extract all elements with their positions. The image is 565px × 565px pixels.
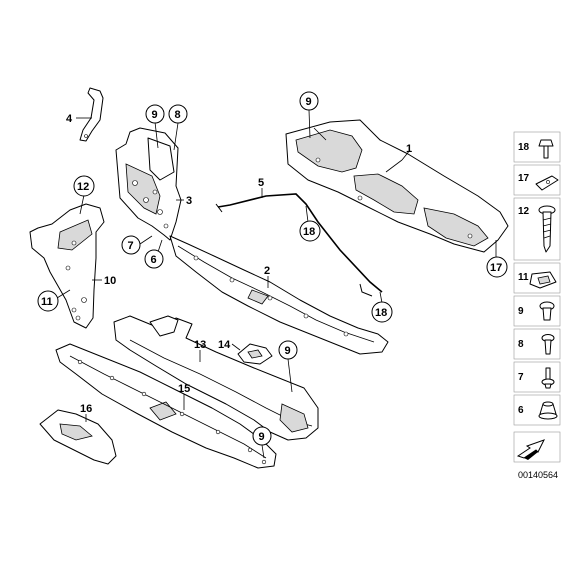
bolt-12-icon (538, 205, 556, 253)
callout-3-label: 3 (186, 195, 192, 207)
callout-13-label: 13 (194, 339, 206, 351)
callout-18a-label: 18 (303, 226, 315, 238)
callout-6a-label: 6 (151, 254, 157, 266)
legend-label-11: 11 (518, 272, 529, 283)
callout-8a-label: 8 (175, 109, 181, 121)
legend-label-18: 18 (518, 142, 530, 153)
callout-9b-label: 9 (306, 96, 312, 108)
callout-13: 13 (194, 339, 206, 362)
callout-5: 5 (258, 177, 264, 198)
part-13-crossmember[interactable] (113, 315, 319, 441)
callout-17a: 17 (486, 240, 508, 278)
part-10-bracket[interactable] (29, 203, 105, 329)
callout-4-label: 4 (66, 113, 73, 125)
callout-14: 14 (218, 339, 241, 351)
callout-8a: 8 (168, 104, 188, 151)
callout-15-label: 15 (178, 383, 190, 395)
legend-label-12: 12 (518, 206, 530, 217)
callout-9b: 9 (299, 91, 319, 139)
legend-label-8: 8 (518, 339, 524, 350)
legend-box-9 (513, 295, 561, 327)
callout-15: 15 (178, 383, 190, 410)
legend-box-18 (513, 131, 561, 163)
rivet-7-icon (541, 367, 555, 389)
screw-9-icon (539, 301, 555, 321)
callout-5-label: 5 (258, 177, 264, 189)
callout-7a-label: 7 (128, 240, 134, 252)
callout-9d-label: 9 (259, 431, 265, 443)
part-4-bracket[interactable] (79, 87, 104, 142)
legend-label-17: 17 (518, 173, 530, 184)
callout-16-label: 16 (80, 403, 92, 415)
callout-9c-label: 9 (285, 345, 291, 357)
fastener-legend: 18 17 12 11 9 (513, 131, 561, 480)
legend-label-7: 7 (518, 372, 524, 383)
part-14-clip[interactable] (237, 343, 273, 365)
callout-3: 3 (176, 195, 192, 207)
callout-17a-label: 17 (490, 262, 502, 274)
legend-label-6: 6 (518, 405, 524, 416)
clip-17-icon (535, 175, 559, 191)
callout-18b: 18 (371, 291, 393, 323)
callout-2: 2 (264, 265, 270, 288)
callout-9d: 9 (252, 426, 272, 459)
callout-2-label: 2 (264, 265, 270, 277)
part-2-carrier[interactable] (169, 235, 389, 355)
part-3-bracket[interactable] (115, 127, 182, 241)
callout-12a-label: 12 (77, 181, 89, 193)
part-5-strut[interactable] (215, 193, 383, 297)
part-1-panel[interactable] (285, 119, 509, 253)
callout-18b-label: 18 (375, 307, 387, 319)
callout-9a-label: 9 (152, 109, 158, 121)
grommet-6-icon (538, 401, 558, 420)
screw-8-icon (541, 334, 555, 355)
callout-10: 10 (92, 275, 116, 287)
callout-11a: 11 (37, 289, 71, 312)
diagram-code: 00140564 (518, 470, 558, 480)
callout-10-label: 10 (104, 275, 116, 287)
callout-1-label: 1 (406, 143, 412, 155)
callout-11a-label: 11 (41, 296, 53, 308)
legend-label-9: 9 (518, 306, 524, 317)
legend-box-8 (513, 328, 561, 360)
screw-18-icon (538, 139, 554, 159)
spring-nut-11-icon (529, 271, 557, 289)
callout-12a: 12 (73, 175, 95, 215)
callout-1: 1 (385, 143, 412, 173)
part-16-bracket[interactable] (39, 409, 117, 465)
callout-9c: 9 (278, 340, 298, 393)
callout-6a: 6 (144, 239, 164, 269)
callout-9a: 9 (145, 104, 165, 149)
legend-box-7 (513, 361, 561, 393)
callout-18a: 18 (299, 205, 321, 242)
part-15-underbody[interactable] (55, 343, 277, 469)
callout-4: 4 (66, 113, 92, 125)
callout-7a: 7 (121, 235, 153, 255)
callout-14-label: 14 (218, 339, 231, 351)
callout-16: 16 (80, 403, 92, 422)
front-direction-arrow-icon (516, 439, 546, 460)
